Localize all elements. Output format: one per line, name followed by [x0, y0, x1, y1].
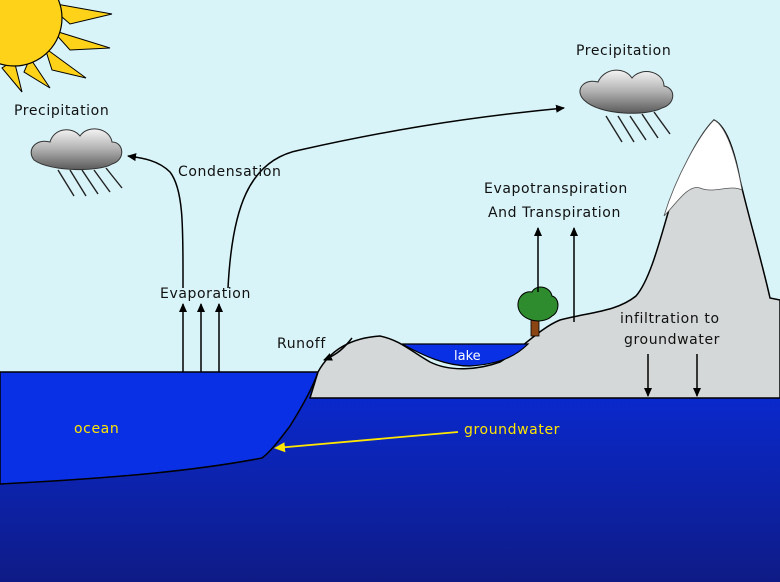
lake	[401, 343, 530, 367]
tree-icon	[517, 286, 559, 337]
lake-label: lake	[454, 349, 481, 364]
evapotranspiration-label-line1: Evapotranspiration	[484, 181, 628, 197]
cloud-right-icon	[579, 69, 674, 143]
groundwater-arrow	[274, 431, 459, 453]
infiltration-label-line1: infiltration to	[620, 311, 720, 327]
evaporation-label: Evaporation	[160, 286, 251, 302]
evaporation-arrows	[179, 303, 223, 372]
runoff-arrow	[323, 337, 353, 361]
ocean	[0, 371, 320, 485]
ocean-label: ocean	[74, 421, 119, 437]
sun-icon	[0, 0, 113, 93]
precipitation-right-label: Precipitation	[576, 43, 671, 59]
condensation-label: Condensation	[178, 164, 281, 180]
infiltration-label-line2: groundwater	[624, 332, 720, 348]
snow-cap	[663, 119, 743, 217]
groundwater-label: groundwater	[464, 422, 560, 438]
arrow-to-right-cloud	[227, 104, 565, 289]
runoff-label: Runoff	[277, 336, 326, 352]
precipitation-left-label: Precipitation	[14, 103, 109, 119]
cloud-left-icon	[30, 128, 123, 197]
evapotranspiration-label-line2: And Transpiration	[488, 205, 621, 221]
arrow-to-left-cloud	[127, 153, 184, 289]
